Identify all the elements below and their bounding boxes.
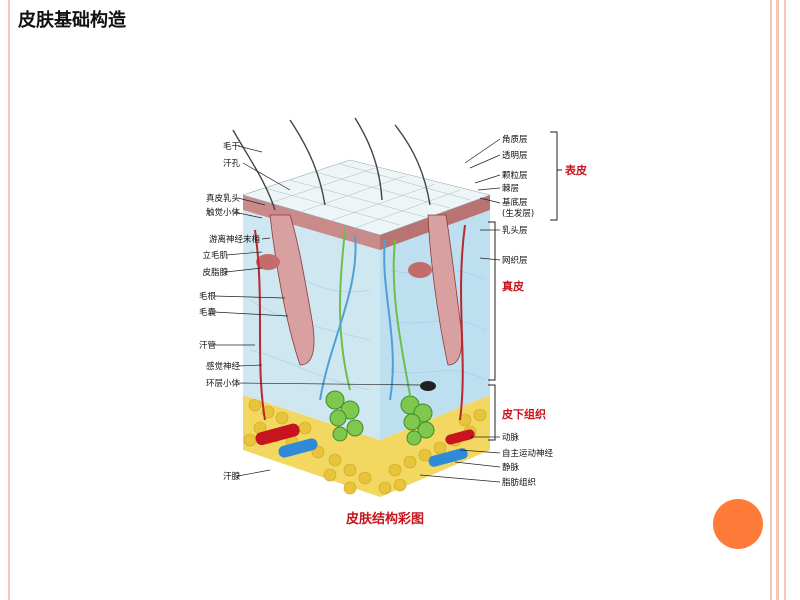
- large-vessels: [255, 423, 475, 467]
- label-sweat-duct: 汗管: [199, 340, 216, 351]
- label-stratum-basale: 基底层: [502, 197, 528, 208]
- label-artery: 动脉: [502, 432, 520, 443]
- label-epidermis: 表皮: [564, 163, 587, 177]
- label-free-nerve-ending: 游离神经末梢: [209, 234, 261, 245]
- label-stratum-lucidum: 透明层: [502, 150, 528, 161]
- right-frame-line-1: [770, 0, 772, 600]
- label-stratum-corneum: 角质层: [502, 134, 528, 145]
- right-leader-lines: [419, 138, 501, 483]
- label-germinal-layer: (生发层): [502, 208, 534, 219]
- left-frame-line: [8, 0, 10, 600]
- label-arrector-pili: 立毛肌: [202, 250, 228, 261]
- label-sebaceous-gland: 皮脂腺: [202, 267, 228, 278]
- label-dermal-papilla: 真皮乳头: [206, 193, 241, 204]
- sweat-glands: [325, 390, 435, 446]
- right-frame-line-3: [784, 0, 786, 600]
- label-hair-follicle: 毛囊: [199, 307, 217, 318]
- left-leader-lines: [213, 145, 421, 477]
- orange-circle-decoration: [713, 499, 763, 549]
- label-hair-shaft: 毛干: [223, 141, 241, 152]
- label-sweat-pore: 汗孔: [223, 158, 241, 169]
- vessels-nerves: [254, 224, 466, 421]
- label-tactile-corpuscle: 触觉小体: [206, 207, 241, 218]
- label-lamellar-corpuscle: 环层小体: [206, 378, 241, 389]
- label-autonomic-nerve: 自主运动神经: [502, 448, 554, 459]
- epidermis-left-face: [243, 195, 380, 250]
- label-hair-root: 毛根: [199, 291, 217, 302]
- layer-brackets: [488, 131, 562, 441]
- label-sensory-nerve: 感觉神经: [206, 361, 241, 372]
- label-dermis: 真皮: [502, 279, 524, 293]
- label-reticular-layer: 网织层: [502, 255, 528, 266]
- diagram-caption: 皮肤结构彩图: [345, 511, 424, 527]
- lamellar-corpuscle: [420, 381, 436, 391]
- hair-follicles: [256, 214, 463, 366]
- label-stratum-granulosum: 颗粒层: [502, 170, 528, 181]
- label-stratum-spinosum: 棘层: [502, 184, 519, 194]
- label-papillary-layer: 乳头层: [502, 225, 528, 236]
- label-sweat-gland: 汗腺: [223, 471, 241, 482]
- label-subcutaneous: 皮下组织: [501, 407, 546, 421]
- label-vein: 静脉: [502, 462, 520, 473]
- slide-title: 皮肤基础构造: [18, 10, 126, 31]
- right-frame-line-2: [776, 0, 779, 600]
- label-adipose-tissue: 脂肪组织: [502, 477, 536, 488]
- hair-shafts: [232, 117, 431, 211]
